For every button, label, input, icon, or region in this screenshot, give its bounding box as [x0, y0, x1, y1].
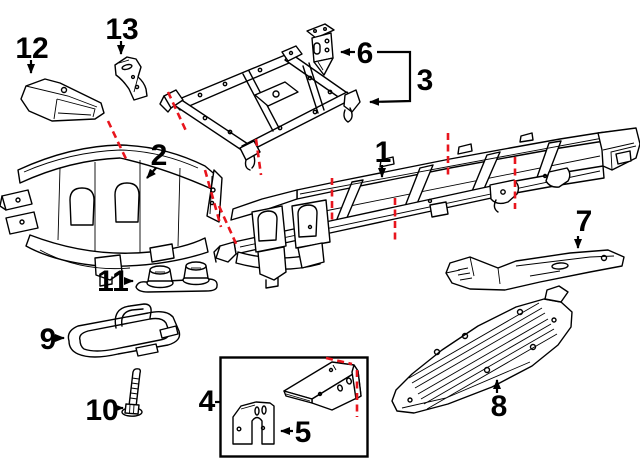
part-13-horn-bracket — [114, 56, 148, 101]
callout-4[interactable]: 4 — [199, 385, 221, 418]
callout-10-label[interactable]: 10 — [85, 394, 118, 427]
cut-lines — [106, 91, 517, 417]
callout-1-label[interactable]: 1 — [375, 136, 392, 169]
callout-10[interactable]: 10 — [85, 394, 124, 427]
callout-7[interactable]: 7 — [574, 205, 593, 249]
callout-8[interactable]: 8 — [491, 379, 508, 423]
callout-11-label[interactable]: 11 — [97, 265, 129, 298]
callout-6[interactable]: 6 — [340, 37, 374, 70]
callout-13-label[interactable]: 13 — [105, 13, 138, 46]
part-1-frame-assembly — [213, 127, 640, 289]
part-8-ribbed-skid-plate — [391, 285, 573, 414]
part-12-frame-horn — [20, 78, 105, 122]
callout-9[interactable]: 9 — [40, 323, 65, 356]
callout-5[interactable]: 5 — [280, 416, 312, 449]
part-10-bolt — [121, 368, 143, 417]
callout-11[interactable]: 11 — [97, 265, 134, 298]
part-7-skid-plate — [445, 249, 625, 291]
part-3-crossmember-assembly — [159, 45, 361, 171]
part-4-rail-section — [283, 361, 362, 411]
part-9-tow-hook — [67, 303, 181, 358]
callout-12[interactable]: 12 — [15, 32, 49, 74]
part-2-front-frame-section — [0, 144, 223, 287]
callout-7-label[interactable]: 7 — [576, 205, 593, 238]
callout-2-label[interactable]: 2 — [151, 139, 168, 172]
callout-3-label[interactable]: 3 — [417, 64, 434, 97]
callout-6-label[interactable]: 6 — [357, 37, 374, 70]
part-6-mount-bracket — [306, 23, 335, 76]
callout-1[interactable]: 1 — [375, 136, 392, 178]
callout-5-label[interactable]: 5 — [295, 416, 312, 449]
callout-8-label[interactable]: 8 — [491, 390, 508, 423]
callout-2[interactable]: 2 — [146, 139, 168, 179]
callout-12-label[interactable]: 12 — [15, 32, 48, 65]
part-11-body-mounts — [135, 261, 218, 293]
callout-9-label[interactable]: 9 — [40, 323, 57, 356]
callout-13[interactable]: 13 — [105, 13, 139, 55]
part-5-reinforcement-bracket — [232, 401, 275, 445]
callout-4-label[interactable]: 4 — [199, 385, 216, 418]
callout-3[interactable]: 3 — [369, 50, 434, 106]
